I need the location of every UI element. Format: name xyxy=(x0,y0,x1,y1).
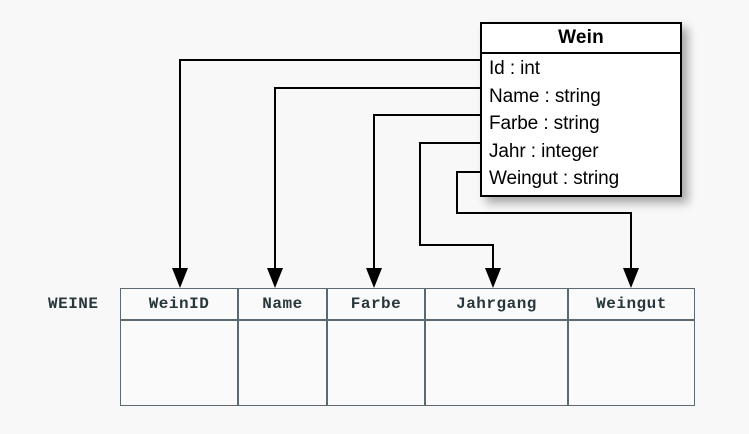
db-table-header-row: WeinID Name Farbe Jahrgang Weingut xyxy=(120,288,695,320)
uml-class-name: Wein xyxy=(482,24,680,54)
uml-attribute: Name : string xyxy=(489,85,601,107)
uml-class-box[interactable]: Wein Id : int Name : string Farbe : stri… xyxy=(480,22,682,197)
db-cell[interactable] xyxy=(568,320,695,406)
db-column-header[interactable]: Name xyxy=(238,288,327,320)
uml-attribute: Jahr : integer xyxy=(489,140,599,162)
uml-attribute-list: Id : int Name : string Farbe : string Ja… xyxy=(482,54,680,195)
uml-attribute: Farbe : string xyxy=(489,113,600,134)
db-table-name-label: WEINE xyxy=(48,295,99,313)
db-column-header[interactable]: Weingut xyxy=(568,288,695,320)
db-column-header[interactable]: WeinID xyxy=(120,288,238,320)
db-table: WeinID Name Farbe Jahrgang Weingut xyxy=(120,288,695,406)
connector-name-to-name xyxy=(267,87,481,288)
db-column-header[interactable]: Jahrgang xyxy=(425,288,568,320)
table-row xyxy=(120,320,695,406)
uml-attribute: Id : int xyxy=(489,58,540,79)
db-cell[interactable] xyxy=(238,320,327,406)
db-cell[interactable] xyxy=(425,320,568,406)
connector-jahr-to-jahrgang xyxy=(419,142,501,288)
db-column-header[interactable]: Farbe xyxy=(327,288,425,320)
connector-farbe-to-farbe xyxy=(366,114,481,288)
db-cell[interactable] xyxy=(327,320,425,406)
db-cell[interactable] xyxy=(120,320,238,406)
connector-weingut-to-weingut xyxy=(456,171,639,288)
connector-id-to-weinid xyxy=(172,59,481,288)
uml-attribute: Weingut : string xyxy=(489,168,620,189)
db-table-grid: WeinID Name Farbe Jahrgang Weingut xyxy=(120,288,695,406)
